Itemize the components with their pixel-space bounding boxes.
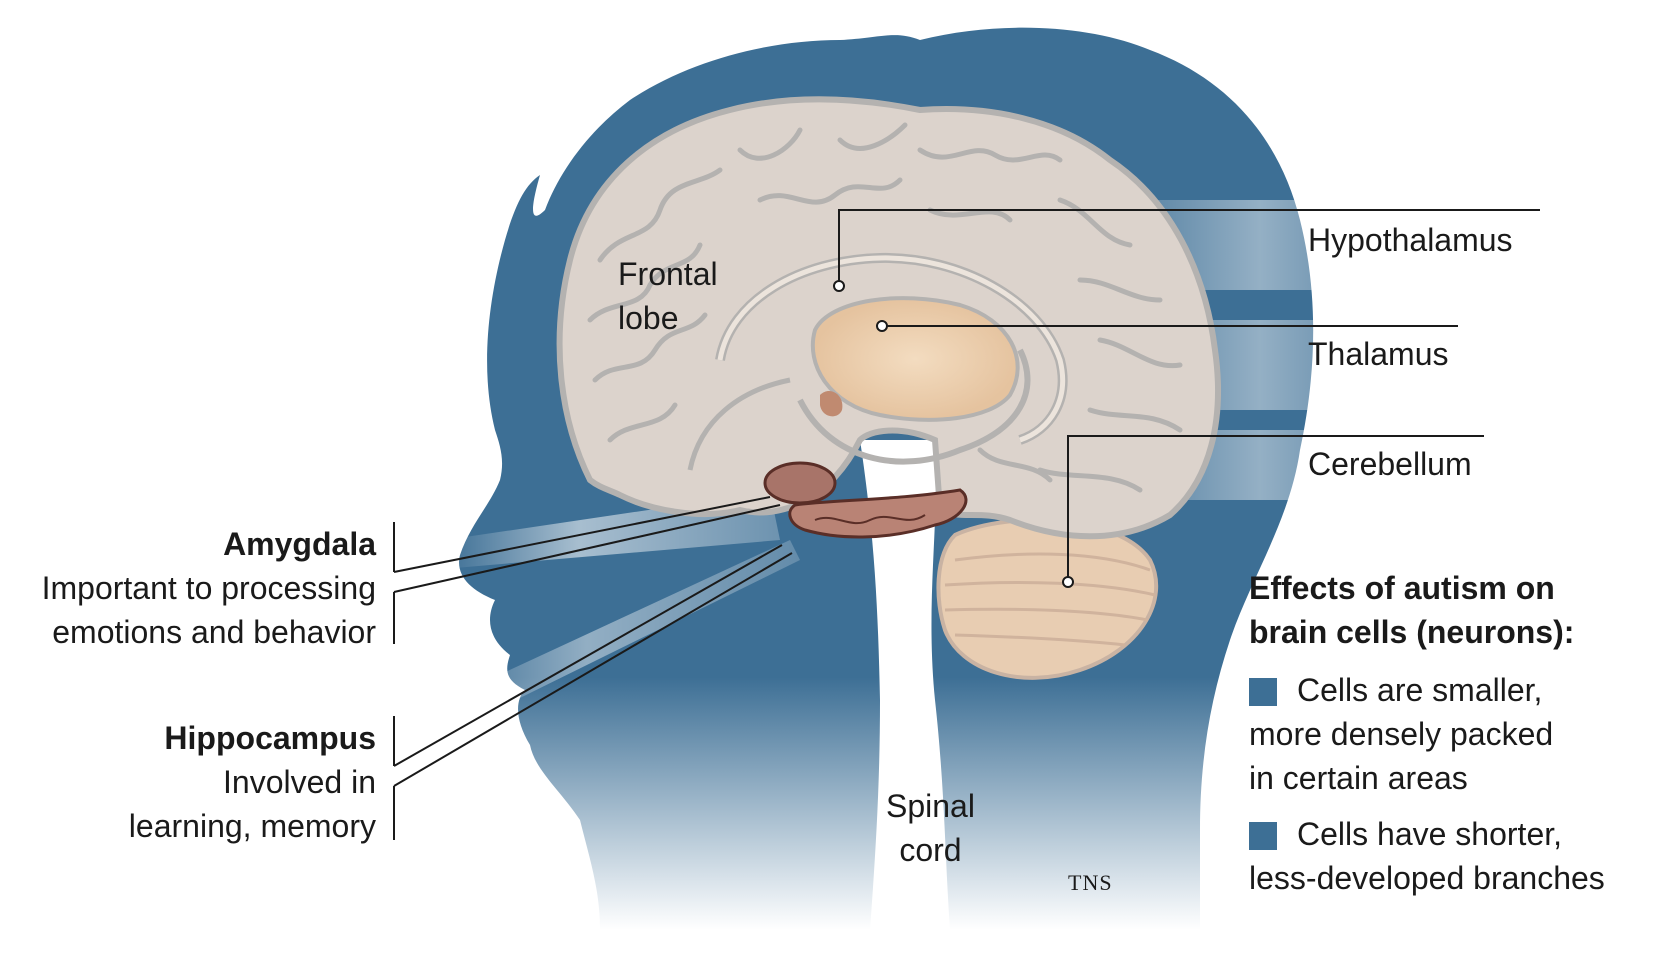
hippocampus (788, 488, 968, 539)
thalamus-label: Thalamus (1308, 336, 1449, 372)
cerebellum-label: Cerebellum (1308, 446, 1472, 482)
amygdala-leader-2 (393, 504, 781, 593)
legend-item-1-line-3: in certain areas (1249, 760, 1468, 796)
legend-title: Effects of autism on brain cells (neuron… (1249, 566, 1574, 654)
frontal-lobe-line-2: lobe (618, 300, 679, 336)
spinal-cord-label: Spinal cord (886, 784, 975, 872)
legend-item-2: Cells have shorter, less-developed branc… (1249, 812, 1605, 900)
hippocampus-title: Hippocampus (164, 720, 376, 756)
legend-item-1: Cells are smaller, more densely packed i… (1249, 668, 1553, 800)
legend-title-line-1: Effects of autism on (1249, 570, 1555, 606)
hypothalamus-label: Hypothalamus (1308, 222, 1513, 258)
amygdala (763, 461, 837, 505)
hippocampus-desc-2: learning, memory (128, 808, 376, 844)
hypothalamus-leader (838, 209, 1540, 286)
legend-title-line-2: brain cells (neurons): (1249, 614, 1575, 650)
hippocampus-desc-1: Involved in (223, 764, 376, 800)
cerebellum-leader (1067, 435, 1484, 582)
spinal-cord-line-2: cord (899, 832, 962, 868)
amygdala-label: Amygdala Important to processing emotion… (42, 522, 376, 654)
legend-item-1-line-2: more densely packed (1249, 716, 1554, 752)
legend-swatch-1 (1249, 678, 1277, 706)
hippocampus-leader-2 (393, 552, 793, 787)
cerebrum (556, 96, 1221, 540)
legend-item-2-line-1: Cells have shorter, (1297, 816, 1563, 852)
frontal-lobe-label: Frontal lobe (618, 252, 718, 340)
cerebellum-dot (1062, 576, 1074, 588)
thalamus-dot (876, 320, 888, 332)
frontal-lobe-line-1: Frontal (618, 256, 718, 292)
amygdala-desc-1: Important to processing (41, 570, 376, 606)
spinal-cord-line-1: Spinal (886, 788, 975, 824)
legend-item-1-line-1: Cells are smaller, (1297, 672, 1543, 708)
credit-tns: TNS (1068, 870, 1113, 895)
legend-swatch-2 (1249, 822, 1277, 850)
amygdala-desc-2: emotions and behavior (52, 614, 376, 650)
spinal-cord (860, 440, 950, 930)
hippocampus-leader-1 (393, 544, 783, 767)
thalamus-region (810, 296, 1020, 422)
amygdala-leader-1 (393, 496, 771, 573)
amygdala-title: Amygdala (223, 526, 376, 562)
hypothalamus-dot (833, 280, 845, 292)
legend-item-2-line-2: less-developed branches (1249, 860, 1605, 896)
hippocampus-label: Hippocampus Involved in learning, memory (129, 716, 376, 848)
